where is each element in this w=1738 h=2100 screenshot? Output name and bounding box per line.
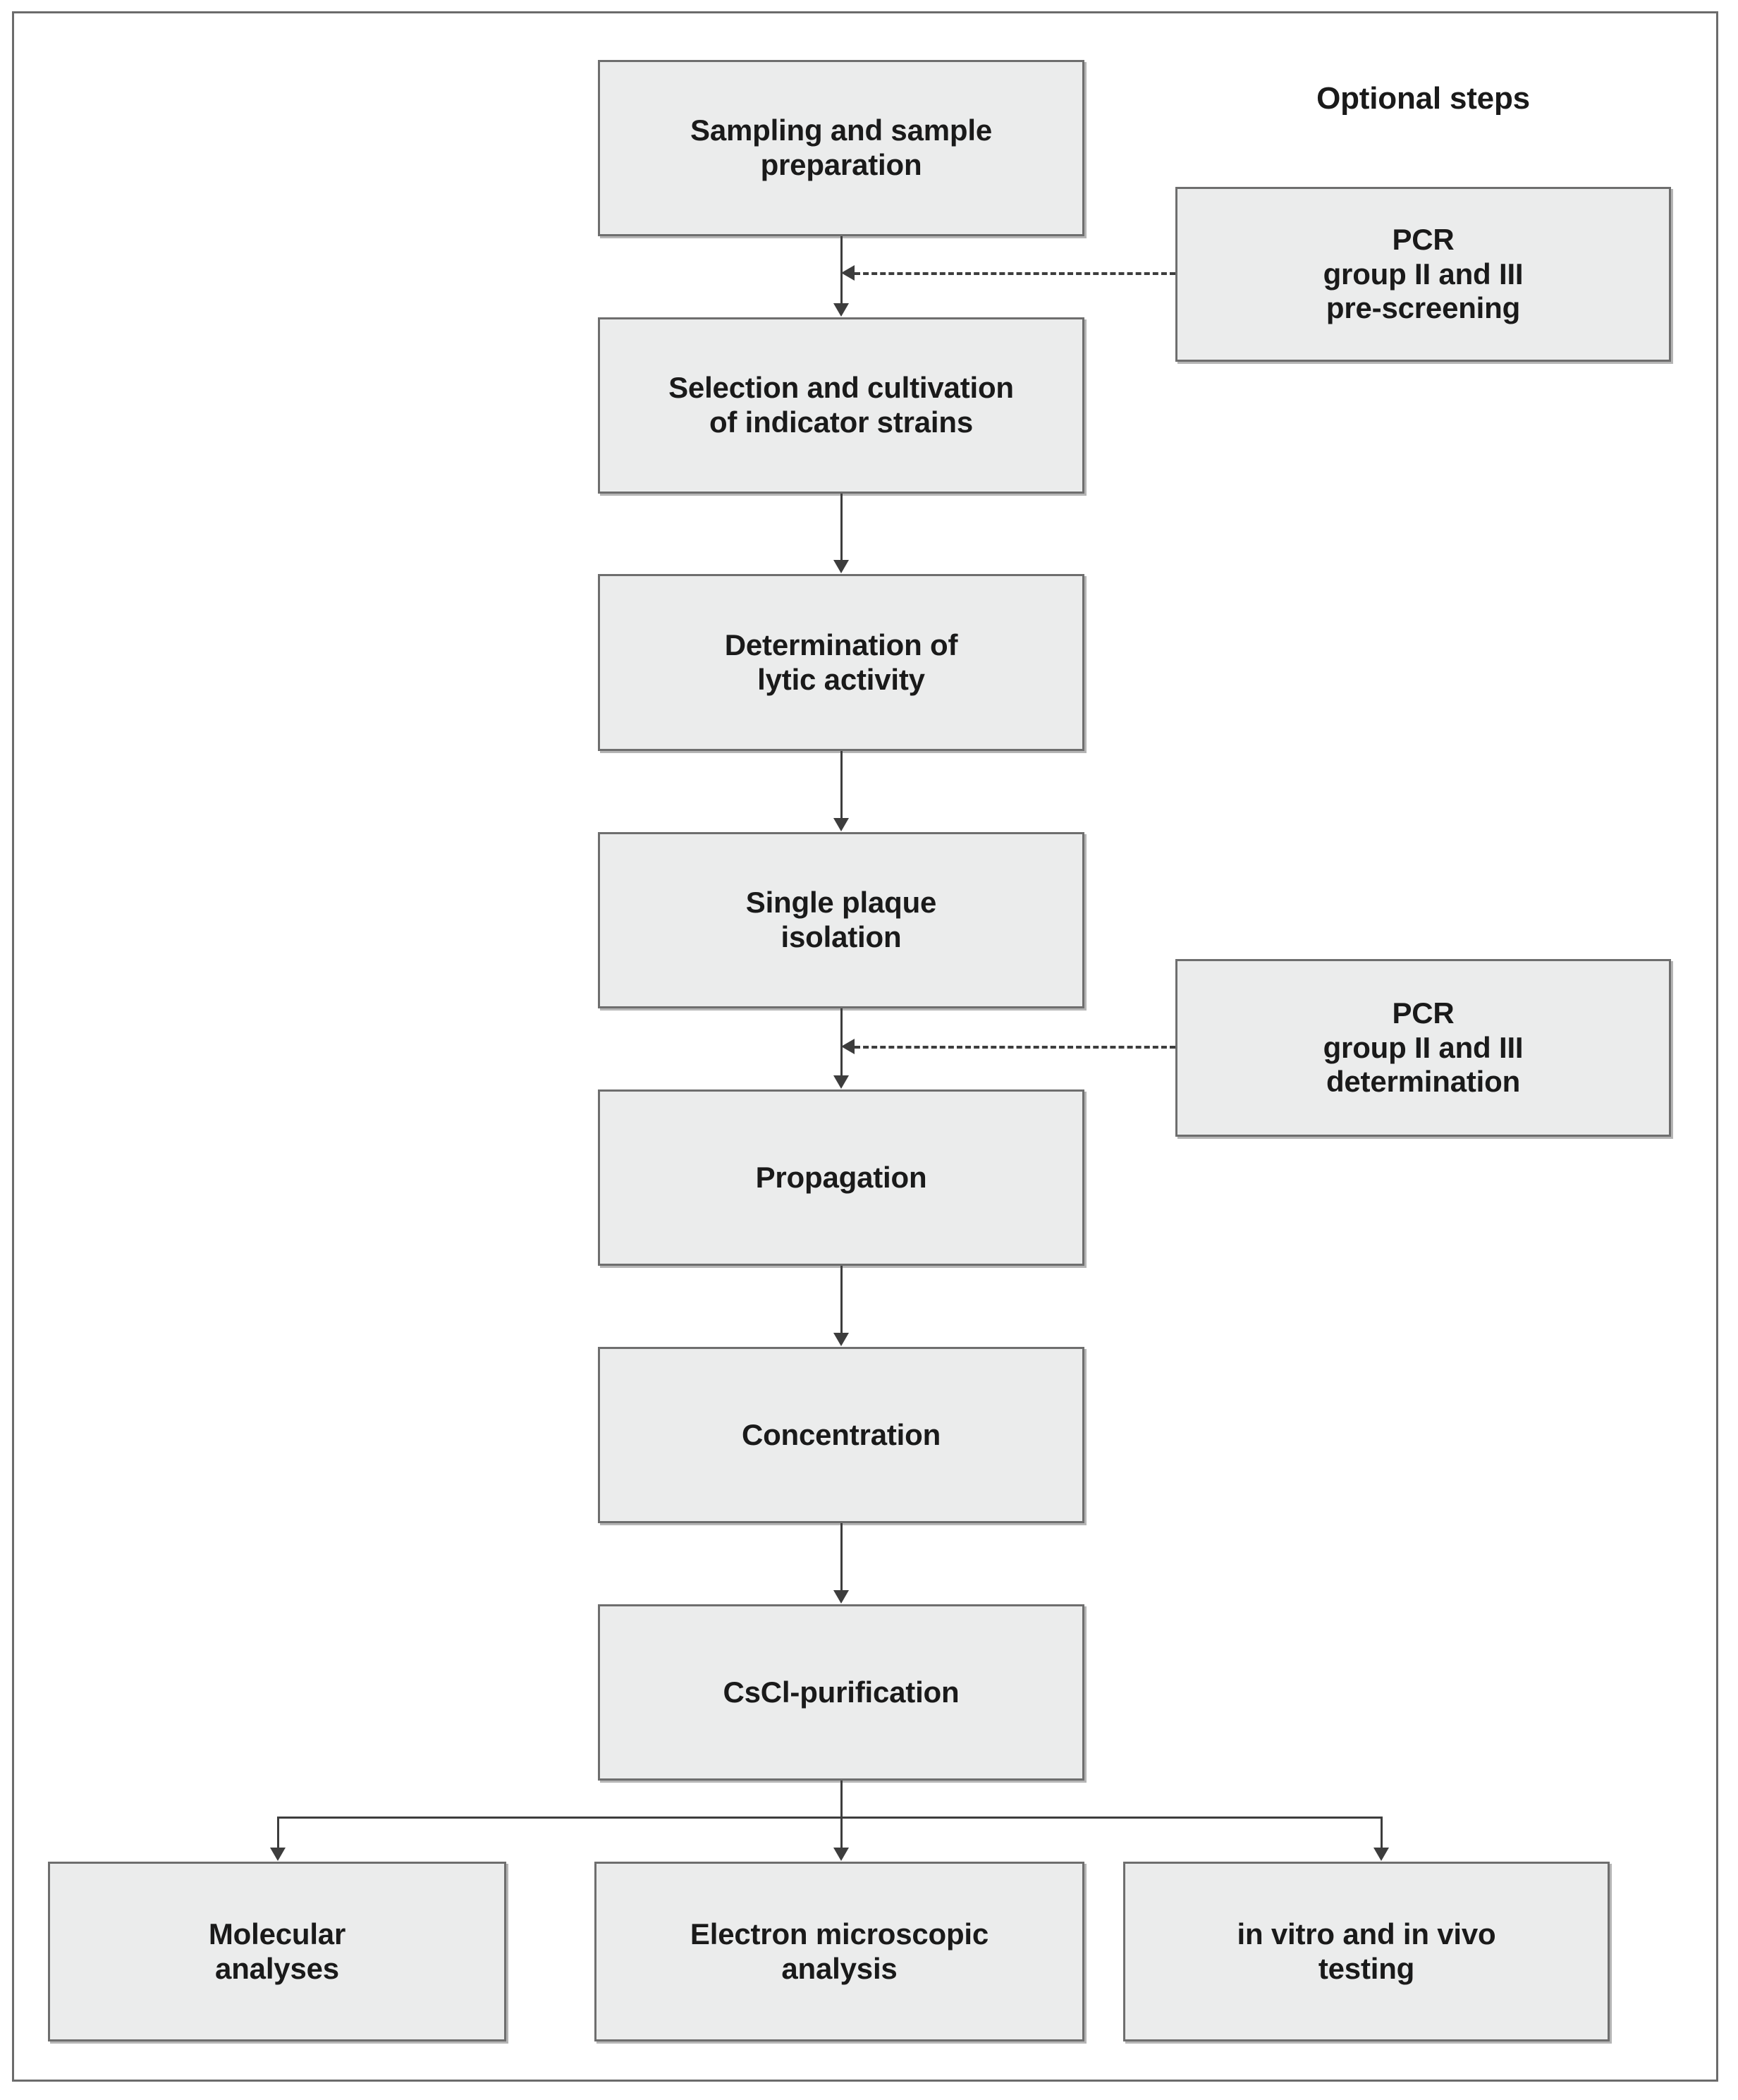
node-electron-microscopic-analysis[interactable]: Electron microscopic analysis [594,1862,1084,2041]
node-single-plaque-isolation-label: Single plaque isolation [745,886,937,953]
node-electron-microscopic-analysis-label: Electron microscopic analysis [690,1917,989,1985]
connector-branch-to-molecular [277,1817,279,1850]
node-pcr-determination[interactable]: PCR group II and III determination [1175,959,1671,1137]
node-selection[interactable]: Selection and cultivation of indicator s… [598,317,1084,494]
connector-branch-to-em [840,1817,843,1850]
node-in-vitro-in-vivo-testing-label: in vitro and in vivo testing [1237,1917,1496,1985]
arrowhead-concentration [833,1333,849,1346]
dashed-connector-pcr-determination [855,1046,1175,1049]
node-lytic-activity-label: Determination of lytic activity [724,628,958,696]
arrowhead-molecular [270,1848,286,1861]
node-pcr-pre-screening[interactable]: PCR group II and III pre-screening [1175,187,1671,362]
node-concentration[interactable]: Concentration [598,1347,1084,1523]
optional-steps-heading: Optional steps [1316,81,1530,116]
arrowhead-propagation [833,1075,849,1089]
arrowhead-pcr-pre-screening [841,265,855,281]
arrowhead-selection [833,303,849,317]
node-molecular-analyses[interactable]: Molecular analyses [48,1862,506,2041]
node-pcr-determination-label: PCR group II and III determination [1323,996,1524,1099]
arrowhead-cscl [833,1590,849,1604]
connector-propagation-to-concentration [840,1266,843,1336]
node-pcr-pre-screening-label: PCR group II and III pre-screening [1323,222,1524,325]
node-molecular-analyses-label: Molecular analyses [208,1917,346,1985]
dashed-connector-pcr-pre-screening [855,272,1175,275]
connector-cscl-to-branch-bar [840,1781,843,1819]
node-propagation-label: Propagation [755,1160,927,1194]
node-lytic-activity[interactable]: Determination of lytic activity [598,574,1084,751]
arrowhead-em [833,1848,849,1861]
arrowhead-pcr-determination [841,1039,855,1054]
node-concentration-label: Concentration [741,1417,941,1451]
arrowhead-lytic [833,560,849,573]
arrowhead-in-vitro [1373,1848,1389,1861]
node-cscl-purification[interactable]: CsCl-purification [598,1604,1084,1781]
connector-concentration-to-cscl [840,1523,843,1594]
node-in-vitro-in-vivo-testing[interactable]: in vitro and in vivo testing [1123,1862,1610,2041]
node-propagation[interactable]: Propagation [598,1089,1084,1266]
node-sampling-label: Sampling and sample preparation [690,114,992,181]
node-selection-label: Selection and cultivation of indicator s… [668,371,1014,439]
connector-lytic-to-plaque [840,751,843,822]
connector-selection-to-lytic [840,494,843,563]
node-cscl-purification-label: CsCl-purification [723,1675,960,1709]
node-single-plaque-isolation[interactable]: Single plaque isolation [598,832,1084,1008]
node-sampling[interactable]: Sampling and sample preparation [598,60,1084,236]
figure-frame [12,11,1718,2082]
branch-bar [277,1817,1383,1819]
connector-branch-to-in-vitro [1381,1817,1383,1850]
arrowhead-plaque [833,818,849,831]
